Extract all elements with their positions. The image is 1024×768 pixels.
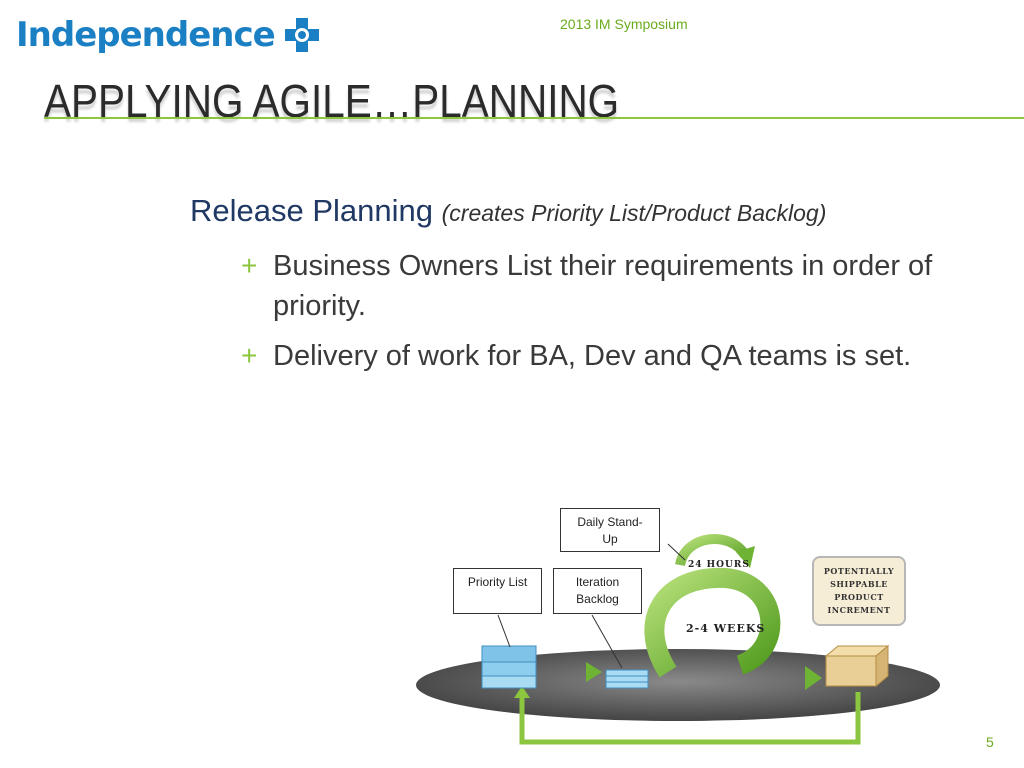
shippable-increment-label: Potentially Shippable Product Increment (812, 556, 906, 626)
bullet-item: + Business Owners List their requirement… (241, 246, 1003, 326)
product-box-icon (824, 644, 890, 688)
priority-list-stack-icon (481, 645, 537, 689)
page-number: 5 (986, 734, 994, 750)
daily-standup-box: Daily Stand-Up (560, 508, 660, 552)
bullet-text: Delivery of work for BA, Dev and QA team… (273, 340, 912, 372)
iteration-backlog-stack-icon (605, 669, 649, 689)
agile-cycle-diagram (416, 534, 940, 745)
independence-logo: Independence (16, 14, 321, 56)
blue-cross-icon (284, 18, 319, 52)
symposium-label: 2013 IM Symposium (560, 16, 688, 32)
weeks-label: 2-4 Weeks (686, 622, 766, 635)
daily-cycle-arrow (675, 534, 750, 567)
plus-bullet-icon: + (241, 340, 258, 371)
platform-disc (416, 649, 940, 721)
priority-list-box: Priority List (453, 568, 542, 614)
heading-subtitle: (creates Priority List/Product Backlog) (441, 200, 827, 226)
bullet-text: Business Owners List their requirements … (273, 250, 933, 322)
iteration-cycle-arrow (644, 567, 781, 678)
slide-title: APPLYING AGILE…PLANNING (44, 75, 620, 127)
hours-label: 24 Hours (688, 560, 750, 570)
feedback-loop-arrow (519, 692, 861, 745)
section-heading: Release Planning (creates Priority List/… (190, 193, 826, 229)
bullet-list: + Business Owners List their requirement… (241, 246, 1001, 386)
heading-main: Release Planning (190, 193, 434, 228)
iteration-backlog-box: Iteration Backlog (553, 568, 642, 614)
plus-bullet-icon: + (241, 250, 258, 281)
logo-wordmark: Independence (16, 15, 276, 55)
title-divider (44, 117, 1024, 119)
bullet-item: + Delivery of work for BA, Dev and QA te… (241, 336, 1003, 376)
